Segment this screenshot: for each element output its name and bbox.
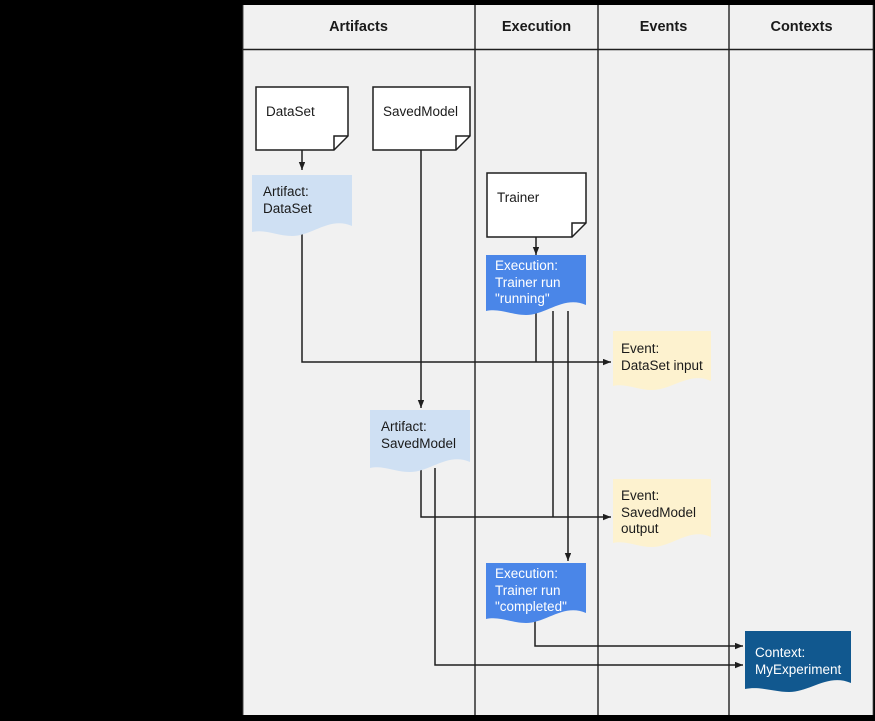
column-header-artifacts: Artifacts xyxy=(329,19,388,35)
column-header-events: Events xyxy=(639,19,688,35)
column-header-contexts: Contexts xyxy=(770,19,833,35)
column-header-execution: Execution xyxy=(501,19,572,35)
diagram-body xyxy=(242,5,874,715)
